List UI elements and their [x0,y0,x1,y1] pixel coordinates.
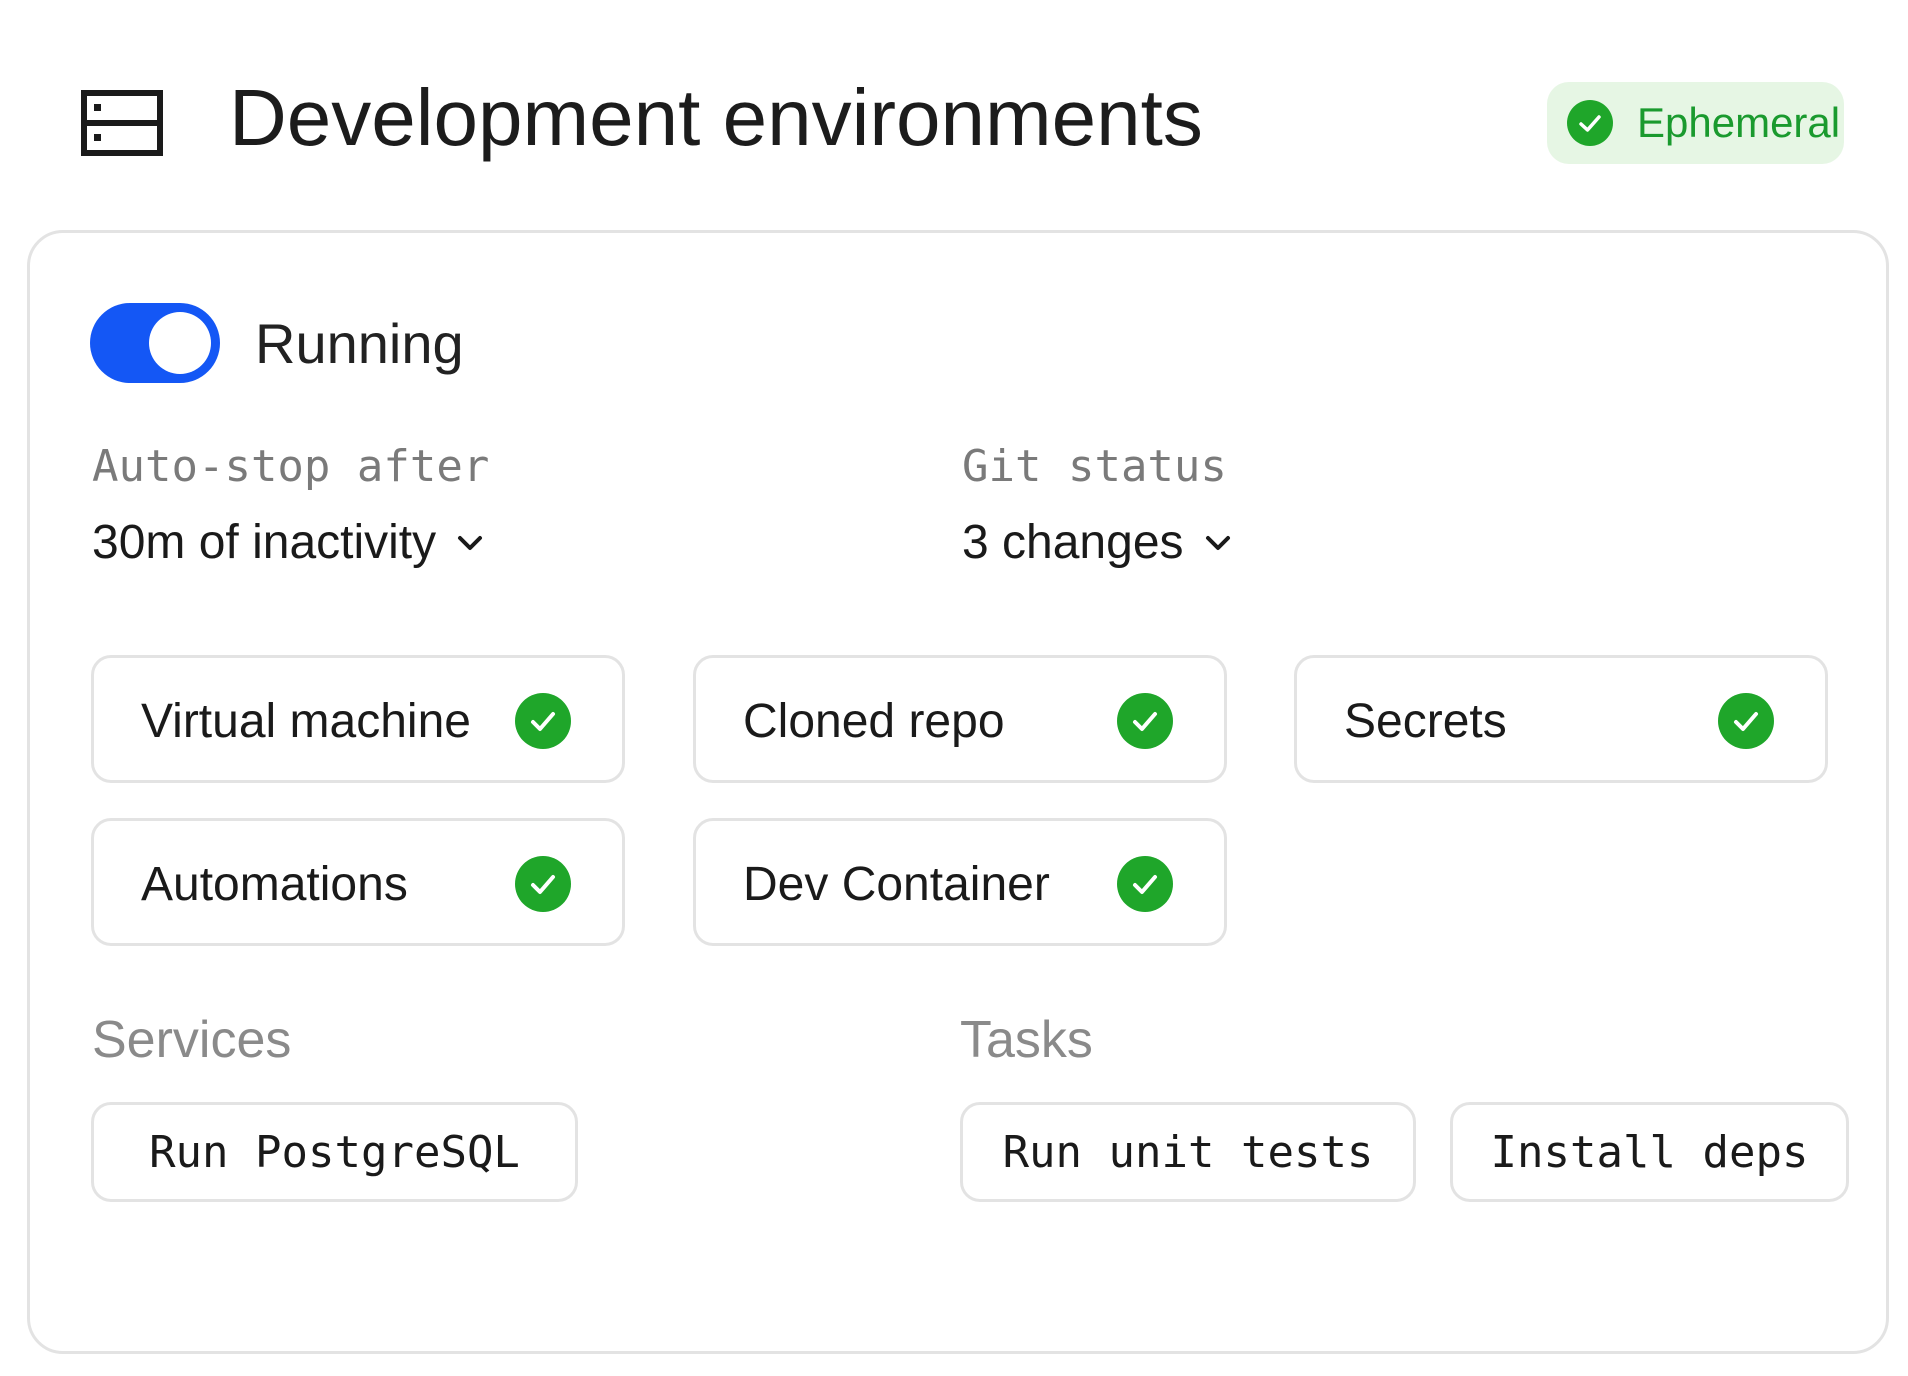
status-card-cloned-repo: Cloned repo [693,655,1227,783]
status-card-dev-container: Dev Container [693,818,1227,946]
page-title: Development environments [229,73,1203,162]
check-circle-icon [1117,693,1173,749]
toggle-knob [149,312,211,374]
badge-label: Ephemeral [1637,99,1841,146]
auto-stop-value: 30m of inactivity [92,516,437,569]
services-label: Services [92,1011,292,1069]
running-toggle[interactable] [90,303,220,383]
check-circle-icon [515,856,571,912]
status-label: Virtual machine [141,695,471,748]
git-status-label: Git status [962,441,1227,492]
status-label: Dev Container [743,858,1050,911]
status-card-automations: Automations [91,818,625,946]
run-postgresql-button[interactable]: Run PostgreSQL [91,1102,578,1202]
page-header: Development environments Ephemeral [0,0,1908,230]
tasks-label: Tasks [960,1011,1093,1069]
status-label: Secrets [1344,695,1507,748]
running-label: Running [255,312,464,375]
chevron-down-icon [1205,536,1230,550]
git-status-value: 3 changes [962,516,1184,569]
chevron-down-icon [458,536,483,550]
auto-stop-label: Auto-stop after [92,441,490,492]
auto-stop-dropdown[interactable]: 30m of inactivity [92,514,484,572]
status-label: Automations [141,858,408,911]
ephemeral-badge: Ephemeral [1547,82,1844,164]
status-label: Cloned repo [743,695,1005,748]
check-circle-icon [515,693,571,749]
git-status-dropdown[interactable]: 3 changes [962,514,1232,572]
check-circle-icon [1567,100,1613,146]
server-icon [81,90,163,156]
check-circle-icon [1117,856,1173,912]
check-circle-icon [1718,693,1774,749]
install-deps-button[interactable]: Install deps [1450,1102,1849,1202]
status-card-virtual-machine: Virtual machine [91,655,625,783]
status-card-secrets: Secrets [1294,655,1828,783]
run-unit-tests-button[interactable]: Run unit tests [960,1102,1416,1202]
